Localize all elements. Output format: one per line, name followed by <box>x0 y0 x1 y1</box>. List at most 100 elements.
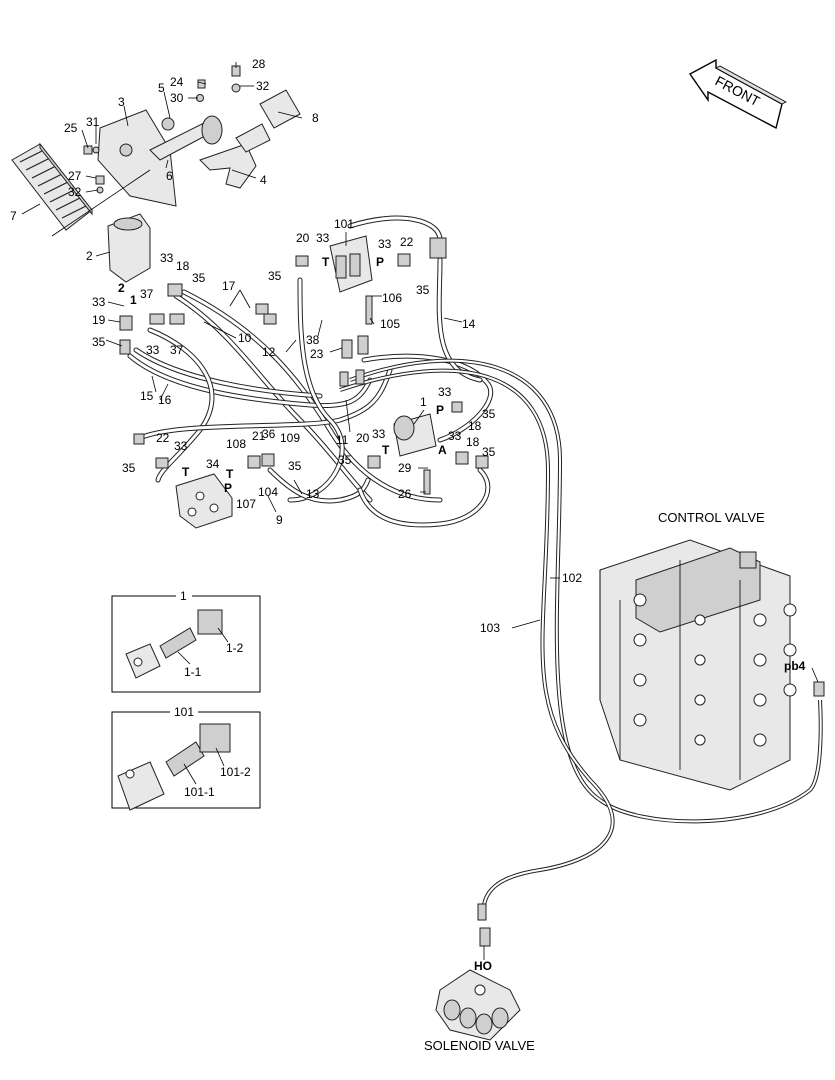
callout-33d: 33 <box>316 231 330 245</box>
inset-101-label-a: 101-1 <box>184 785 215 799</box>
inset-1-label-b: 1-2 <box>226 641 244 655</box>
solenoid-block-1 <box>393 413 437 495</box>
callout-21: 21 <box>252 429 266 443</box>
callout-33h: 33 <box>448 429 462 443</box>
fittings <box>119 253 825 947</box>
callout-103: 103 <box>480 621 500 635</box>
solenoid-valve <box>435 969 521 1041</box>
callout-2: 2 <box>86 249 93 263</box>
callout-31: 31 <box>86 115 100 129</box>
callout-38: 38 <box>306 333 320 347</box>
callout-33f: 33 <box>438 385 452 399</box>
callout-37b: 37 <box>170 343 184 357</box>
callout-35f: 35 <box>482 445 496 459</box>
callout-2-port: 2 <box>118 281 125 295</box>
callout-19: 19 <box>92 313 106 327</box>
callout-12: 12 <box>262 345 276 359</box>
callout-16: 16 <box>158 393 172 407</box>
hose-lines <box>127 215 823 919</box>
callout-35h: 35 <box>288 459 302 473</box>
callout-18c: 18 <box>466 435 480 449</box>
callout-32b: 32 <box>68 185 82 199</box>
inset-1-label-a: 1-1 <box>184 665 202 679</box>
callout-18a: 18 <box>176 259 190 273</box>
callout-35g: 35 <box>122 461 136 475</box>
callout-108: 108 <box>226 437 246 451</box>
port-ho-label: HO <box>474 959 492 973</box>
inset-101-title: 101 <box>174 705 194 719</box>
callout-33c: 33 <box>146 343 160 357</box>
solenoid-block-101 <box>329 235 447 293</box>
solenoid-valve-caption: SOLENOID VALVE <box>424 1038 535 1053</box>
callout-25: 25 <box>64 121 78 135</box>
callout-15: 15 <box>140 389 154 403</box>
callout-33g: 33 <box>372 427 386 441</box>
callout-10: 10 <box>238 331 252 345</box>
callout-P-101: P <box>376 255 384 269</box>
control-valve-caption: CONTROL VALVE <box>658 510 765 525</box>
callout-107: 107 <box>236 497 256 511</box>
callout-22a: 22 <box>400 235 414 249</box>
callout-33e: 33 <box>378 237 392 251</box>
inset-box-1: 1 1-1 1-2 <box>111 589 261 693</box>
callout-1-port: 1 <box>130 293 137 307</box>
front-arrow: FRONT <box>688 58 787 130</box>
callout-14: 14 <box>462 317 476 331</box>
callout-3: 3 <box>118 95 125 109</box>
callout-8: 8 <box>312 111 319 125</box>
callout-5: 5 <box>158 81 165 95</box>
callout-28: 28 <box>252 57 266 71</box>
callout-20b: 20 <box>356 431 370 445</box>
callout-35d: 35 <box>416 283 430 297</box>
callout-33i: 33 <box>174 439 188 453</box>
callout-18b: 18 <box>468 419 482 433</box>
callout-34: 34 <box>206 457 220 471</box>
callout-37a: 37 <box>140 287 154 301</box>
callout-20a: 20 <box>296 231 310 245</box>
inset-box-101: 101 101-1 101-2 <box>111 705 261 811</box>
callout-35i: 35 <box>338 453 352 467</box>
callout-29: 29 <box>398 461 412 475</box>
callout-109: 109 <box>280 431 300 445</box>
callout-23: 23 <box>310 347 324 361</box>
callout-9: 9 <box>276 513 283 527</box>
callout-27: 27 <box>68 169 82 183</box>
callout-T-m: T <box>182 465 190 479</box>
callout-7: 7 <box>10 209 17 223</box>
callout-26: 26 <box>398 487 412 501</box>
callout-35a: 35 <box>192 271 206 285</box>
callout-6: 6 <box>166 169 173 183</box>
callout-11: 11 <box>336 433 349 447</box>
callout-36: 36 <box>262 427 276 441</box>
port-pb4-label: pb4 <box>784 659 806 673</box>
control-valve <box>599 539 797 791</box>
callout-A: A <box>438 443 447 457</box>
leader-lines <box>21 62 819 960</box>
callout-T-101: T <box>322 255 330 269</box>
callout-22b: 22 <box>156 431 170 445</box>
inset-101-label-b: 101-2 <box>220 765 251 779</box>
callout-32: 32 <box>256 79 270 93</box>
callout-P-1: P <box>436 403 444 417</box>
callout-104: 104 <box>258 485 278 499</box>
callout-P-b: P <box>224 481 232 495</box>
callout-1: 1 <box>420 395 427 409</box>
callout-24: 24 <box>170 75 184 89</box>
callout-105: 105 <box>380 317 400 331</box>
callout-102: 102 <box>562 571 582 585</box>
callout-30: 30 <box>170 91 184 105</box>
callout-101: 101 <box>334 217 354 231</box>
callout-17: 17 <box>222 279 236 293</box>
pedal-assembly <box>11 65 301 283</box>
callout-35c: 35 <box>268 269 282 283</box>
callout-T-b: T <box>226 467 234 481</box>
manifold-block <box>175 473 233 529</box>
callout-T-1: T <box>382 443 390 457</box>
callout-35b: 35 <box>92 335 106 349</box>
callout-13: 13 <box>306 487 320 501</box>
callout-33a: 33 <box>160 251 174 265</box>
callout-106: 106 <box>382 291 402 305</box>
callout-35e: 35 <box>482 407 496 421</box>
inset-1-title: 1 <box>180 589 187 603</box>
